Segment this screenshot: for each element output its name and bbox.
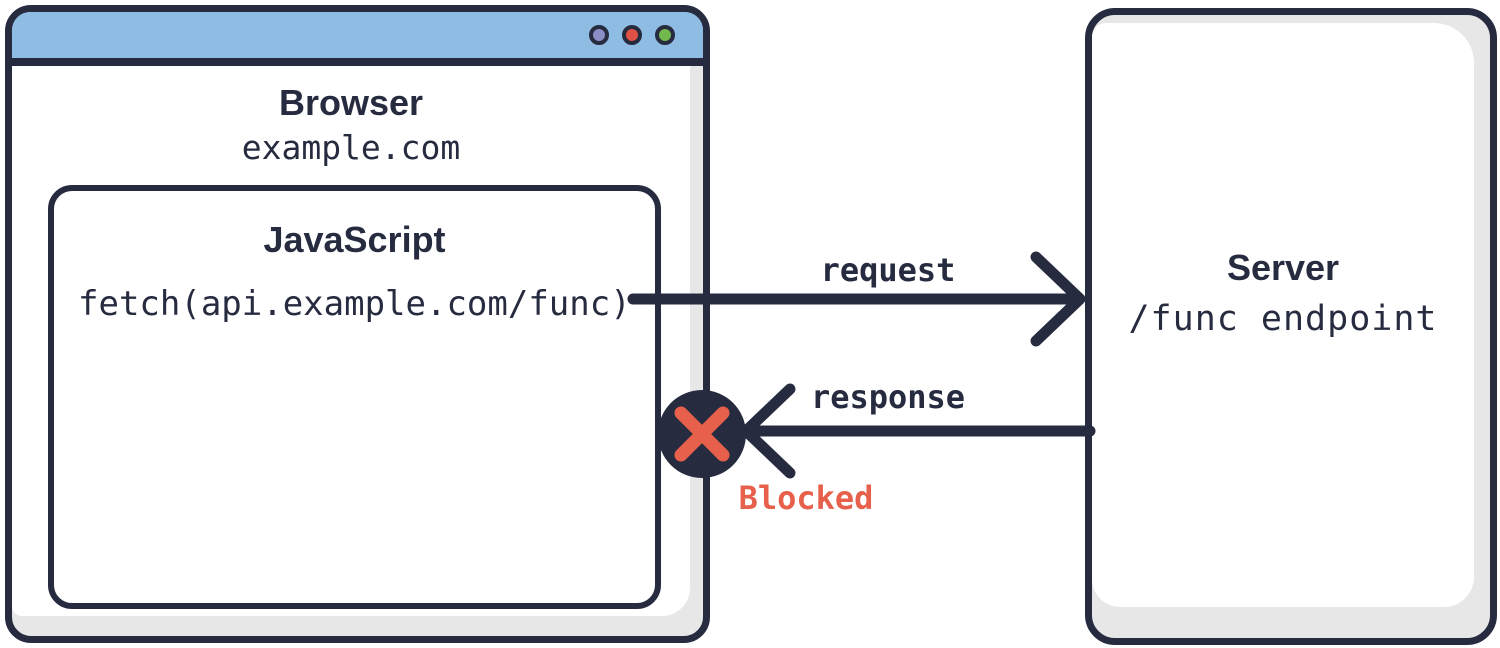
server-endpoint: /func endpoint xyxy=(1128,299,1438,339)
server-panel: Server /func endpoint xyxy=(1092,23,1474,607)
window-control-purple-dot-icon xyxy=(589,25,609,45)
response-label: response xyxy=(810,378,966,416)
fetch-code-text: fetch(api.example.com/func) xyxy=(78,284,631,324)
browser-titlebar xyxy=(12,12,703,66)
window-control-red-dot-icon xyxy=(622,25,642,45)
window-control-green-dot-icon xyxy=(655,25,675,45)
request-label: request xyxy=(820,251,956,289)
browser-url: example.com xyxy=(241,128,461,167)
javascript-box-title: JavaScript xyxy=(263,219,446,260)
server-title: Server xyxy=(1226,247,1340,288)
request-arrowhead-icon xyxy=(1030,251,1086,347)
blocked-label: Blocked xyxy=(738,479,874,517)
javascript-box: JavaScript fetch(api.example.com/func) xyxy=(48,185,661,609)
server-window: Server /func endpoint xyxy=(1085,8,1497,645)
browser-window: Browser example.com JavaScript fetch(api… xyxy=(5,5,710,643)
browser-title: Browser xyxy=(278,82,424,123)
server-text-block: Server /func endpoint xyxy=(1092,231,1474,341)
response-arrowhead-icon xyxy=(740,383,796,479)
